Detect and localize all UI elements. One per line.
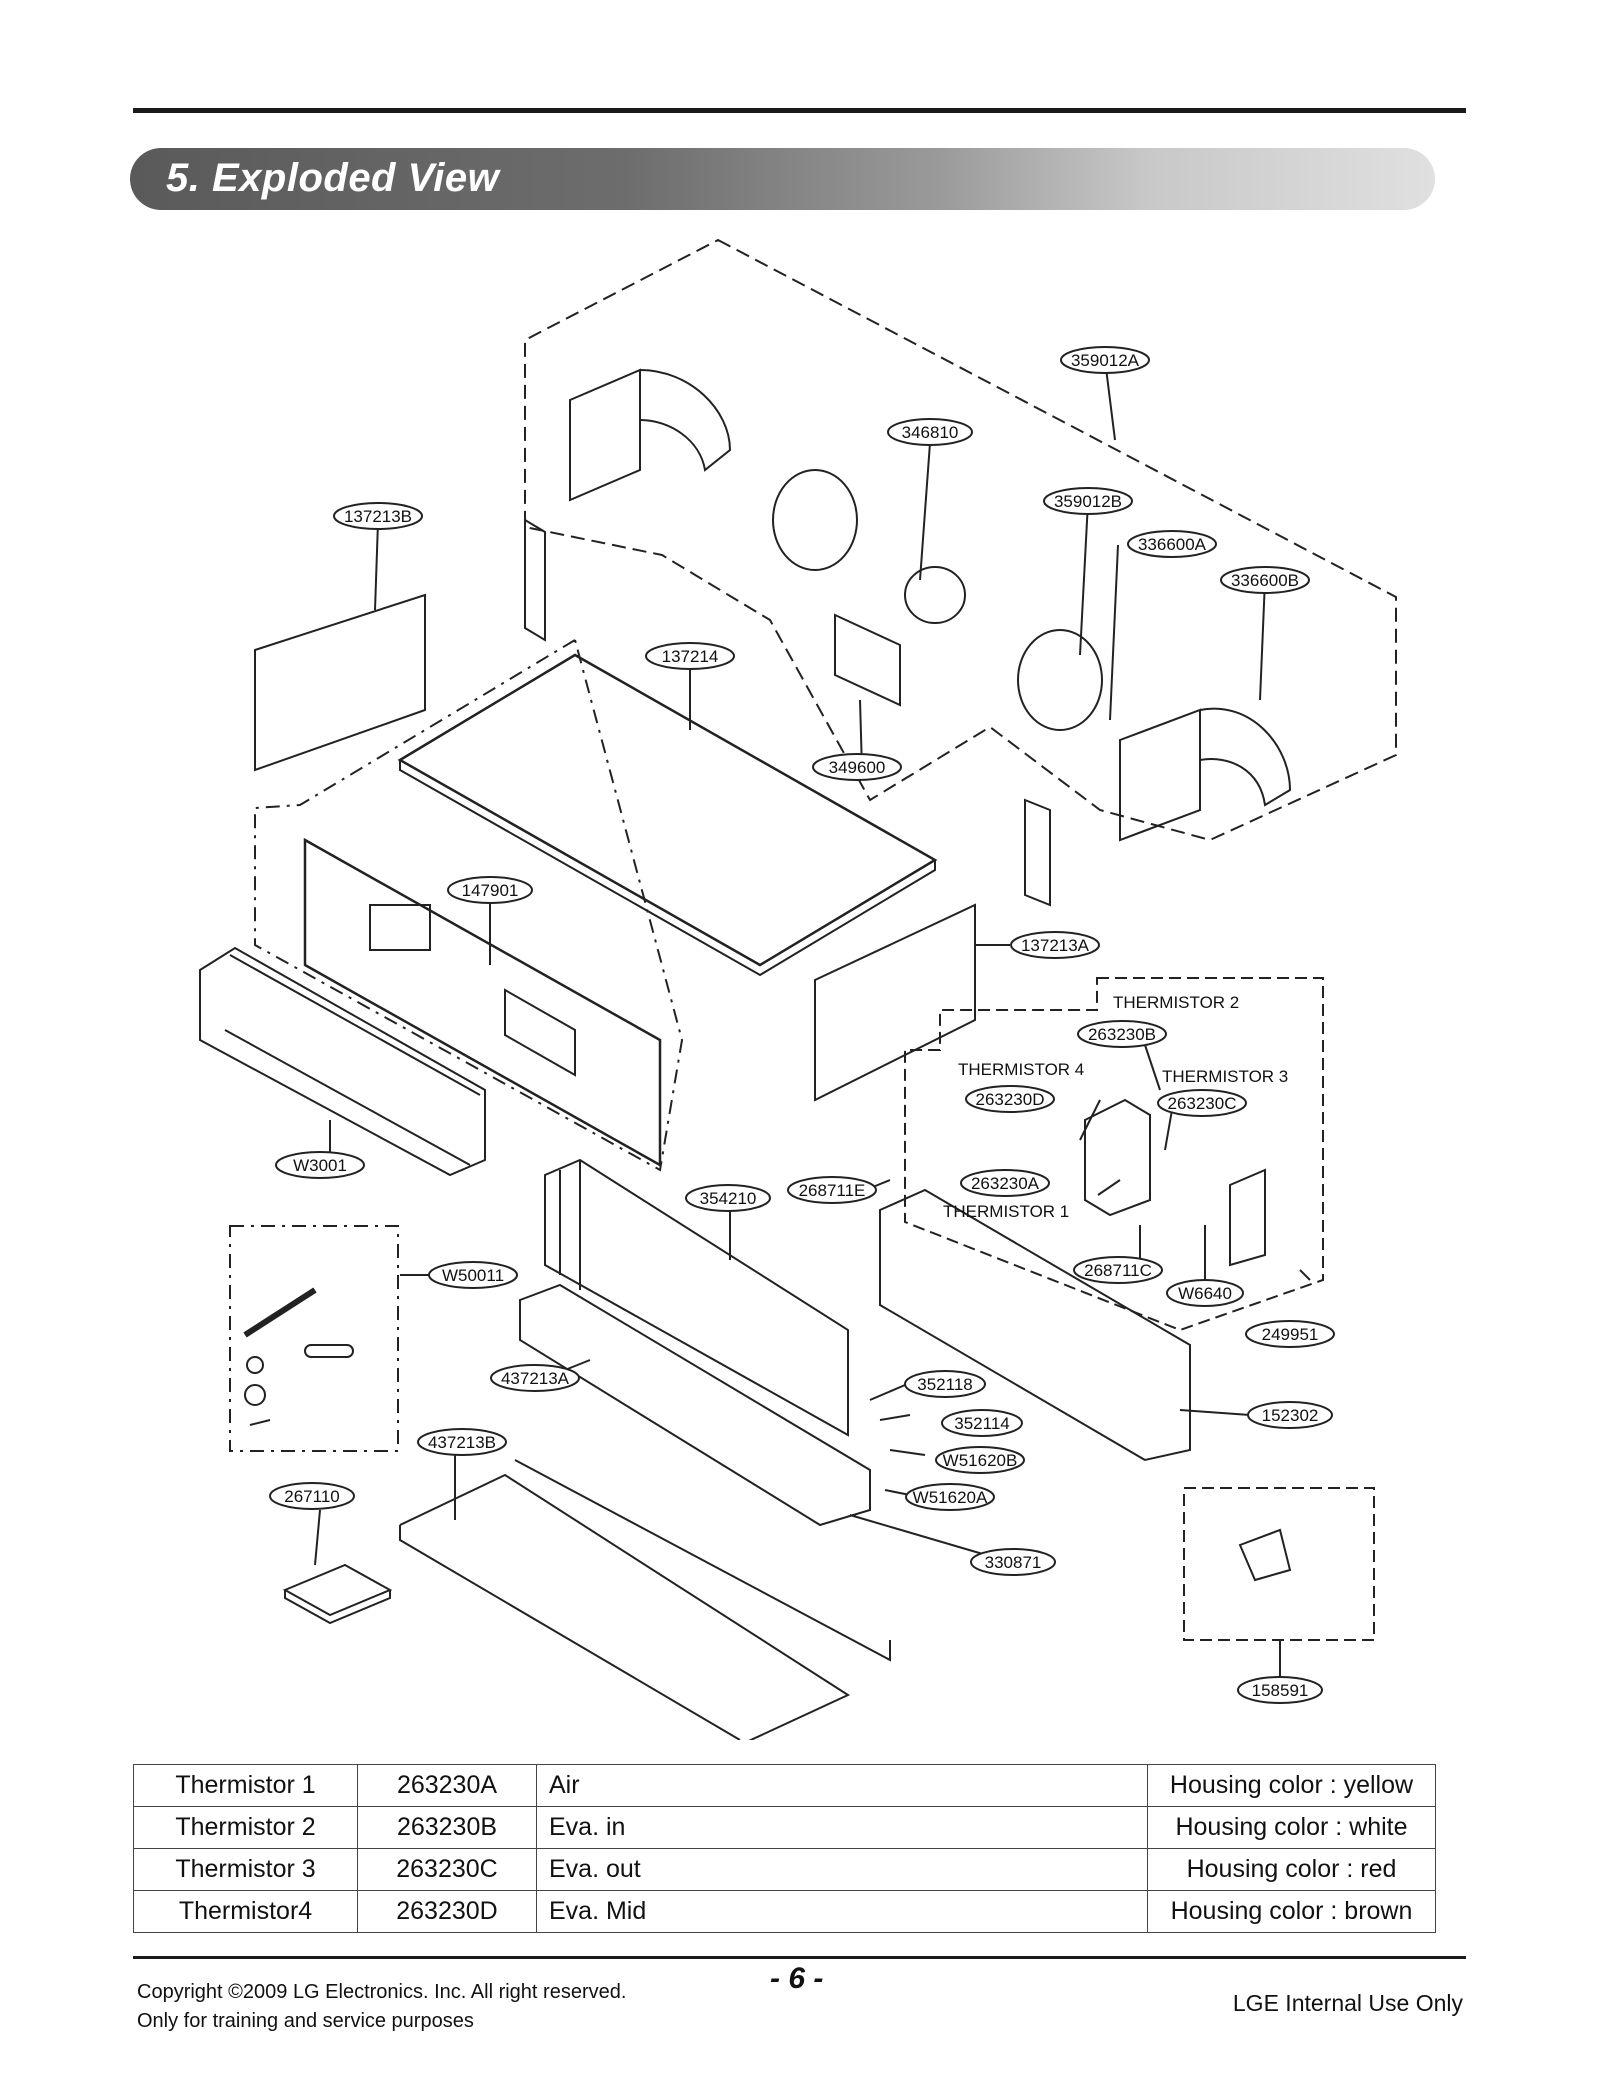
part-label: 263230C (1167, 1094, 1236, 1113)
copyright-text: Copyright ©2009 LG Electronics. Inc. All… (137, 1981, 627, 2003)
casing-boundary (254, 639, 684, 1172)
part-label: 349600 (829, 758, 886, 777)
table-row: Thermistor 2 263230B Eva. in Housing col… (133, 1806, 1436, 1849)
section-banner: 5. Exploded View (130, 148, 1435, 210)
part-label: 137213B (344, 507, 412, 526)
page-number: - 6 - (770, 1962, 824, 1995)
filter-grille (879, 1188, 1191, 1462)
drain-pump-boundary (1183, 1487, 1375, 1641)
thermistor-name: Thermistor 3 (133, 1848, 358, 1891)
table-row: Thermistor 3 263230C Eva. out Housing co… (133, 1848, 1436, 1891)
part-label: 267110 (284, 1487, 339, 1506)
thermistor-code: 263230B (357, 1806, 537, 1849)
internal-use-note: LGE Internal Use Only (1232, 1990, 1463, 2016)
part-label: 147901 (462, 881, 519, 900)
filter-frame (199, 946, 486, 1177)
part-label: 330871 (985, 1553, 1042, 1572)
drain-pump (1238, 1528, 1292, 1582)
table-row: Thermistor 1 263230A Air Housing color :… (133, 1764, 1436, 1807)
thermistor-caption: THERMISTOR 3 (1162, 1067, 1288, 1086)
part-label: 137214 (662, 647, 719, 666)
front-panel (303, 837, 662, 1168)
table-row: Thermistor4 263230D Eva. Mid Housing col… (133, 1890, 1436, 1933)
part-label: 336600A (1138, 535, 1207, 554)
thermistor-table: Thermistor 1 263230A Air Housing color :… (133, 1764, 1436, 1933)
part-label: 268711E (799, 1181, 866, 1200)
thermistor-name: Thermistor 1 (133, 1764, 358, 1807)
bottom-panel (399, 1473, 851, 1740)
part-label: 249951 (1262, 1325, 1319, 1344)
housing-color: Housing color : yellow (1147, 1764, 1436, 1807)
part-label: 352118 (917, 1375, 972, 1394)
part-label: 352114 (954, 1414, 1009, 1433)
thermistor-caption: THERMISTOR 4 (958, 1060, 1084, 1079)
housing-color: Housing color : brown (1147, 1890, 1436, 1933)
part-label: 354210 (700, 1189, 757, 1208)
part-label: W51620B (943, 1451, 1018, 1470)
housing-color: Housing color : red (1147, 1848, 1436, 1891)
part-label: 336600B (1231, 571, 1299, 590)
part-label: 437213B (428, 1433, 496, 1452)
part-label: 437213A (501, 1369, 570, 1388)
drain-pan (519, 1283, 871, 1527)
footer-rule (133, 1956, 1466, 1959)
fan-module-boundary (524, 238, 1397, 842)
housing-color: Housing color : white (1147, 1806, 1436, 1849)
footer-left: Copyright ©2009 LG Electronics. Inc. All… (137, 1978, 626, 2036)
section-title: 5. Exploded View (166, 156, 500, 200)
part-label: 268711C (1084, 1261, 1152, 1280)
thermistor-location: Air (536, 1764, 1148, 1807)
fan-motor (904, 566, 966, 624)
part-label: W50011 (442, 1266, 504, 1285)
thermistor-location: Eva. Mid (536, 1890, 1148, 1933)
thermistor-code: 263230C (357, 1848, 537, 1891)
part-label: 263230D (975, 1090, 1044, 1109)
part-label: 158591 (1252, 1681, 1309, 1700)
thermistor-boundary (904, 977, 1324, 1332)
fan-housing-left (569, 368, 641, 502)
thermistor-code: 263230A (357, 1764, 537, 1807)
part-label: W3001 (293, 1156, 347, 1175)
header-rule (133, 108, 1466, 113)
part-label: 137213A (1021, 936, 1090, 955)
part-label: 359012B (1054, 492, 1122, 511)
accessory-boundary (229, 1225, 399, 1452)
thermistor-caption: THERMISTOR 2 (1113, 993, 1239, 1012)
part-label: 263230A (971, 1174, 1040, 1193)
thermistor-code: 263230D (357, 1890, 537, 1933)
part-label: 152302 (1262, 1406, 1319, 1425)
side-panel-right (814, 903, 976, 1102)
control-box (1084, 1098, 1151, 1217)
training-note: Only for training and service purposes (137, 2010, 474, 2032)
thermistor-location: Eva. out (536, 1848, 1148, 1891)
thermistor-name: Thermistor4 (133, 1890, 358, 1933)
part-label: 263230B (1088, 1025, 1156, 1044)
part-label: W51620A (913, 1488, 988, 1507)
thermistor-name: Thermistor 2 (133, 1806, 358, 1849)
part-label: 359012A (1071, 351, 1140, 370)
drain-hose (243, 1287, 317, 1338)
side-panel-left (254, 593, 426, 772)
fan-wheel-left (772, 469, 858, 571)
part-label: W6640 (1178, 1284, 1232, 1303)
exploded-view-diagram: 359012A 346810 137213B 359012B 336600A 3… (199, 238, 1397, 1740)
thermistor-caption: THERMISTOR 1 (943, 1202, 1069, 1221)
thermistor-location: Eva. in (536, 1806, 1148, 1849)
part-label: 346810 (902, 423, 959, 442)
